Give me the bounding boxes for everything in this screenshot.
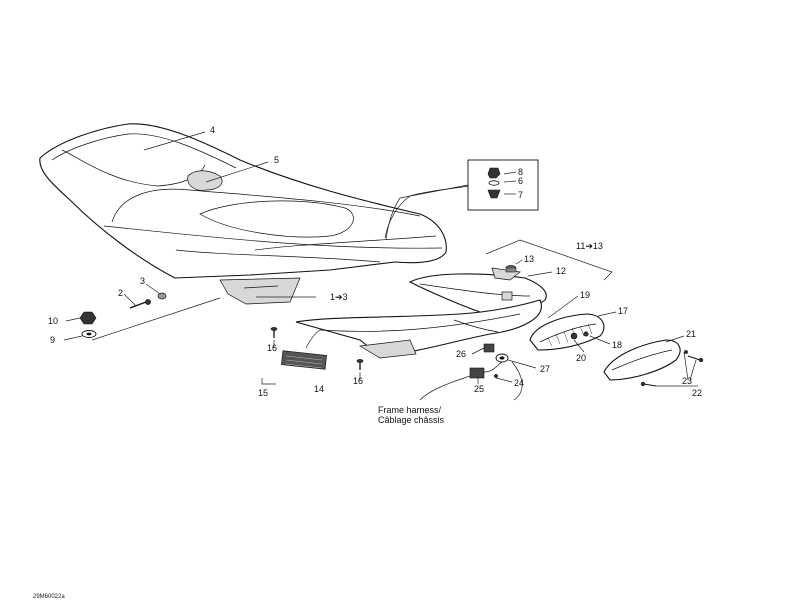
lens-part-21[interactable]: [603, 339, 681, 381]
callout-3: 3: [140, 276, 145, 286]
frame-harness-note: Frame harness/ Câblage châssis: [378, 405, 445, 425]
nut-part-10[interactable]: [79, 311, 97, 325]
callout-14: 14: [314, 384, 324, 394]
connector-part-25[interactable]: [469, 361, 503, 379]
socket-part-18[interactable]: [583, 331, 589, 337]
callout-11-13: 11➔13: [576, 241, 603, 251]
callout-9: 9: [50, 335, 55, 345]
callout-8: 8: [518, 167, 523, 177]
lower-tail-panel[interactable]: [295, 299, 542, 359]
callout-1-3: 1➔3: [330, 292, 348, 302]
callout-16-left: 16: [267, 343, 277, 353]
callout-23: 23: [682, 376, 692, 386]
callout-27: 27: [540, 364, 550, 374]
callout-19: 19: [580, 290, 590, 300]
callout-4: 4: [210, 125, 215, 135]
callout-5: 5: [274, 155, 279, 165]
nut-part-8[interactable]: [487, 167, 501, 179]
leader-lines: [63, 131, 698, 401]
rivet-part-13[interactable]: [505, 265, 517, 273]
pad-part-5[interactable]: [187, 170, 223, 191]
clip-part-26[interactable]: [483, 343, 495, 353]
reflector-part-14[interactable]: [281, 350, 327, 370]
figure-reference: 29M60022a: [33, 594, 65, 600]
inset-box-parts-6-7-8: [467, 159, 539, 211]
callout-26: 26: [456, 349, 466, 359]
callout-7: 7: [518, 190, 523, 200]
washer-part-6[interactable]: [488, 180, 500, 186]
rear-cover-part-12[interactable]: [408, 267, 547, 314]
callout-21: 21: [686, 329, 696, 339]
callout-17: 17: [618, 306, 628, 316]
callout-15: 15: [258, 388, 268, 398]
screw-part-16-left[interactable]: [270, 327, 278, 338]
callout-13: 13: [524, 254, 534, 264]
harness-note-line-2: Câblage châssis: [378, 415, 445, 425]
taillight-housing-part-17[interactable]: [529, 313, 605, 351]
screw-part-16-right[interactable]: [356, 359, 364, 370]
callout-25: 25: [474, 384, 484, 394]
harness-note-line-1: Frame harness/: [378, 405, 442, 415]
callout-10: 10: [48, 316, 58, 326]
grommet-part-27[interactable]: [495, 353, 509, 363]
callout-2: 2: [118, 288, 123, 298]
washer-part-3[interactable]: [157, 292, 167, 300]
callout-24: 24: [514, 378, 524, 388]
callout-labels: 4 5 8 6 7 11➔13 13 12 3 2 1➔3 10 9 19 17…: [48, 125, 702, 398]
screw-part-2[interactable]: [129, 299, 151, 309]
callout-16-right: 16: [353, 376, 363, 386]
washer-hole: [86, 332, 92, 336]
callout-6: 6: [518, 176, 523, 186]
terminal-part-24[interactable]: [494, 374, 498, 378]
callout-12: 12: [556, 266, 566, 276]
seat-part-4[interactable]: [39, 123, 469, 305]
bulb-part-20[interactable]: [570, 332, 578, 340]
screws-part-22-23[interactable]: [640, 350, 704, 387]
stud-part-7[interactable]: [487, 189, 501, 199]
callout-20: 20: [576, 353, 586, 363]
callout-22: 22: [692, 388, 702, 398]
callout-18: 18: [612, 340, 622, 350]
